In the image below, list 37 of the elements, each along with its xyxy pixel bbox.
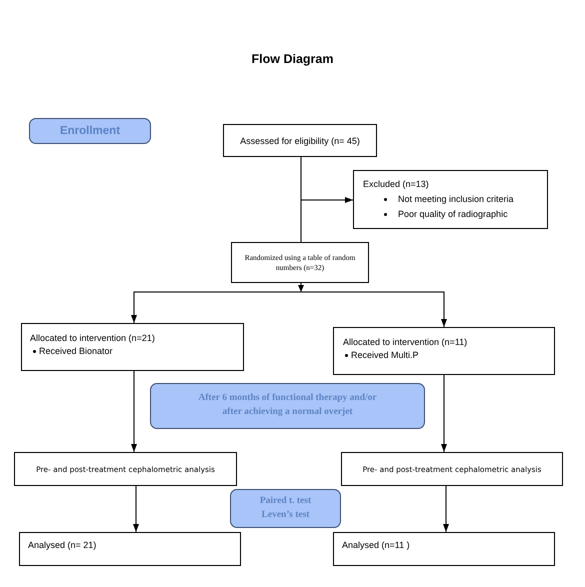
list-item-text: Poor quality of radiographic xyxy=(398,209,508,219)
arrow xyxy=(133,486,139,532)
step-heading: Excluded (n=13) xyxy=(363,179,430,189)
process-box xyxy=(353,170,548,229)
arrow xyxy=(300,292,447,328)
diagram-title: Flow Diagram xyxy=(252,52,334,66)
step-text: Analysed (n= 21) xyxy=(28,540,98,550)
step-text: Enrollment xyxy=(60,125,120,137)
arrow xyxy=(131,370,137,452)
connector-line xyxy=(300,200,302,242)
rounded-box xyxy=(29,118,151,144)
step-text: Assessed for eligibility (n= 45) xyxy=(240,136,360,146)
step-heading: Allocated to intervention (n=21) xyxy=(30,333,156,343)
list-item-text: Not meeting inclusion criteria xyxy=(398,194,514,204)
step-text: Analysed (n=11 ) xyxy=(342,540,411,550)
process-box xyxy=(223,124,377,157)
process-box xyxy=(231,242,369,283)
process-box xyxy=(19,532,241,566)
step-heading: Allocated to intervention (n=11) xyxy=(343,337,468,347)
connector-trunk xyxy=(300,156,302,200)
rounded-box xyxy=(230,489,341,528)
connector-trunk xyxy=(298,282,304,292)
step-text: Leven’s test xyxy=(262,508,310,522)
process-box xyxy=(333,327,555,375)
list-item-text: Received Bionator xyxy=(39,346,113,356)
arrow xyxy=(300,197,354,203)
process-box xyxy=(14,452,237,486)
process-box xyxy=(21,323,244,371)
arrow xyxy=(131,292,302,324)
process-box xyxy=(341,452,563,486)
rounded-box xyxy=(150,383,425,429)
arrow xyxy=(441,374,447,452)
step-text: After 6 months of functional therapy and/or after achieving a normal overjet xyxy=(197,392,378,419)
process-box xyxy=(333,532,555,566)
step-text: Paired t. test xyxy=(260,494,312,508)
arrow xyxy=(443,486,449,532)
list-item-text: Received Multi.P xyxy=(351,350,419,360)
